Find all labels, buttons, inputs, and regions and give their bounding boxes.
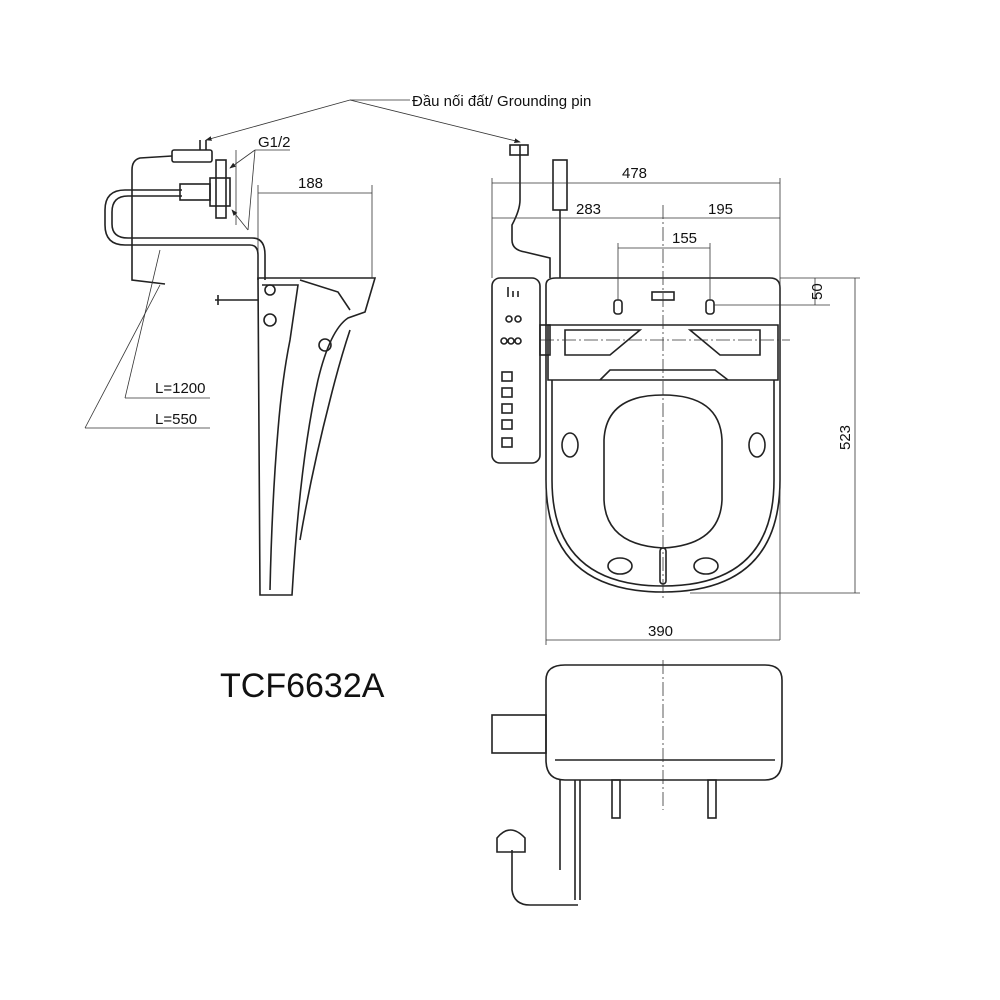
model-name: TCF6632A (220, 667, 385, 705)
dim-left-offset: 283 (576, 201, 601, 218)
thread-label: G1/2 (258, 134, 291, 151)
side-view: G1/2 L=1200 L=550 188 (84, 134, 377, 596)
top-view: 478 283 195 155 50 523 390 (491, 144, 860, 645)
dim-right-offset: 195 (708, 201, 733, 218)
grounding-pin-label: Đầu nối đất/ Grounding pin (412, 93, 591, 110)
grounding-pin-callout: Đầu nối đất/ Grounding pin (205, 93, 591, 143)
dim-seat-width: 390 (648, 623, 673, 640)
dim-side-depth: 188 (298, 175, 323, 192)
dim-seat-length: 523 (837, 425, 854, 450)
hose-short-label: L=550 (155, 411, 197, 428)
dim-total-width: 478 (622, 165, 647, 182)
dim-bolt-depth: 50 (809, 283, 826, 300)
rear-view (491, 660, 783, 906)
hose-long-label: L=1200 (155, 380, 205, 397)
dim-bolt-spacing: 155 (672, 230, 697, 247)
